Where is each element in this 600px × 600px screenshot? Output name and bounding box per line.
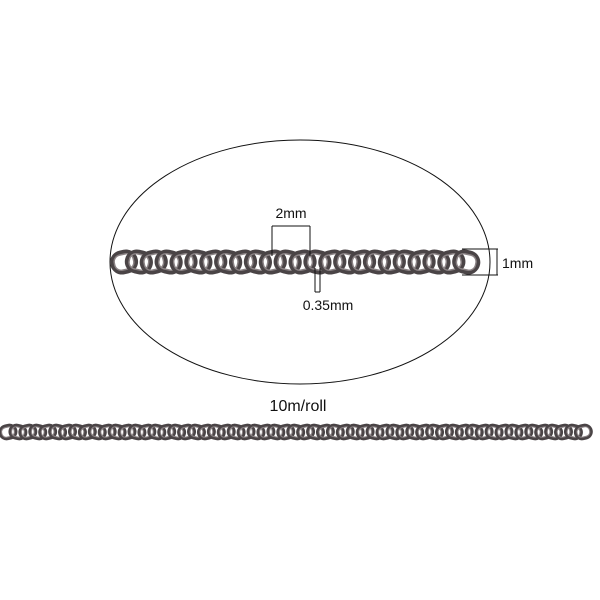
chain-link <box>524 423 544 441</box>
chain-link <box>415 423 435 441</box>
wire-thickness-dimension: 0.35mm <box>303 268 354 313</box>
chain-link <box>392 249 421 275</box>
chain-link <box>573 423 593 441</box>
chain-link <box>514 423 534 441</box>
chain-link <box>147 423 167 441</box>
chain-link <box>157 423 177 441</box>
chain-link <box>214 249 243 275</box>
chain-link <box>107 423 127 441</box>
chain-link <box>226 423 246 441</box>
chain-link <box>127 423 147 441</box>
chain-link <box>184 249 213 275</box>
chain-link <box>276 423 296 441</box>
chain-link <box>97 423 117 441</box>
chain-link <box>454 423 474 441</box>
chain-link <box>375 423 395 441</box>
chain-link <box>345 423 365 441</box>
chain-link <box>18 423 38 441</box>
chain-link <box>0 423 18 441</box>
chain-link <box>258 249 287 275</box>
chain-link <box>169 249 198 275</box>
chain-link <box>109 249 139 275</box>
chain-link <box>365 423 385 441</box>
chain-link <box>385 423 405 441</box>
chain-link <box>187 423 206 441</box>
chain-link <box>444 423 464 441</box>
link-length-label: 2mm <box>275 205 306 221</box>
chain-link <box>77 423 97 441</box>
chain-link <box>228 249 258 275</box>
chain-link <box>435 423 454 441</box>
chain-link <box>422 249 451 275</box>
chain-link <box>216 423 236 441</box>
chain-link <box>256 423 276 441</box>
chain-link <box>8 423 28 441</box>
chain-link <box>437 249 466 275</box>
chain-link <box>348 249 377 275</box>
chain-link <box>177 423 197 441</box>
chain-link <box>563 423 583 441</box>
chain-link <box>395 423 415 441</box>
chain-link <box>494 423 514 441</box>
chain-link <box>306 423 325 441</box>
chain-link <box>124 249 153 275</box>
chain-link <box>544 423 564 441</box>
chain-width-label: 1mm <box>502 255 533 271</box>
chain-link <box>407 249 436 275</box>
chain-link <box>335 423 355 441</box>
link-length-dimension: 2mm <box>271 205 311 256</box>
chain-link <box>425 423 445 441</box>
chain-link <box>318 249 347 275</box>
chain-link <box>48 423 68 441</box>
chain-link <box>288 249 317 275</box>
chain-full-length <box>0 423 593 441</box>
chain-link <box>236 423 256 441</box>
chain-link <box>504 423 524 441</box>
chain-link <box>362 249 392 275</box>
chain-link <box>196 423 216 441</box>
chain-link <box>534 423 554 441</box>
chain-link <box>333 249 362 275</box>
chain-width-dimension: 1mm <box>462 248 533 276</box>
chain-link <box>167 423 187 441</box>
chain-link <box>484 423 504 441</box>
chain-link <box>38 423 58 441</box>
chain-link <box>273 249 302 275</box>
chain-link <box>405 423 425 441</box>
chain-link <box>243 249 272 275</box>
chain-link <box>296 423 316 441</box>
chain-link <box>452 249 481 275</box>
chain-link <box>137 423 157 441</box>
chain-link <box>117 423 137 441</box>
chain-link <box>464 423 484 441</box>
chain-link <box>246 423 266 441</box>
chain-link <box>474 423 494 441</box>
chain-link <box>554 423 573 441</box>
chain-link <box>87 423 107 441</box>
chain-link <box>286 423 306 441</box>
chain-link <box>355 423 375 441</box>
chain-link <box>266 423 286 441</box>
chain-link <box>206 423 226 441</box>
chain-link <box>199 249 228 275</box>
chain-link <box>139 249 168 275</box>
chain-link <box>67 423 87 441</box>
wire-thickness-label: 0.35mm <box>303 297 354 313</box>
chain-link <box>58 423 77 441</box>
chain-link <box>154 249 183 275</box>
chain-link <box>325 423 345 441</box>
chain-link <box>377 249 406 275</box>
chain-link <box>28 423 48 441</box>
chain-zoomed <box>109 249 481 275</box>
chain-link <box>315 423 335 441</box>
roll-length-label: 10m/roll <box>270 398 327 415</box>
